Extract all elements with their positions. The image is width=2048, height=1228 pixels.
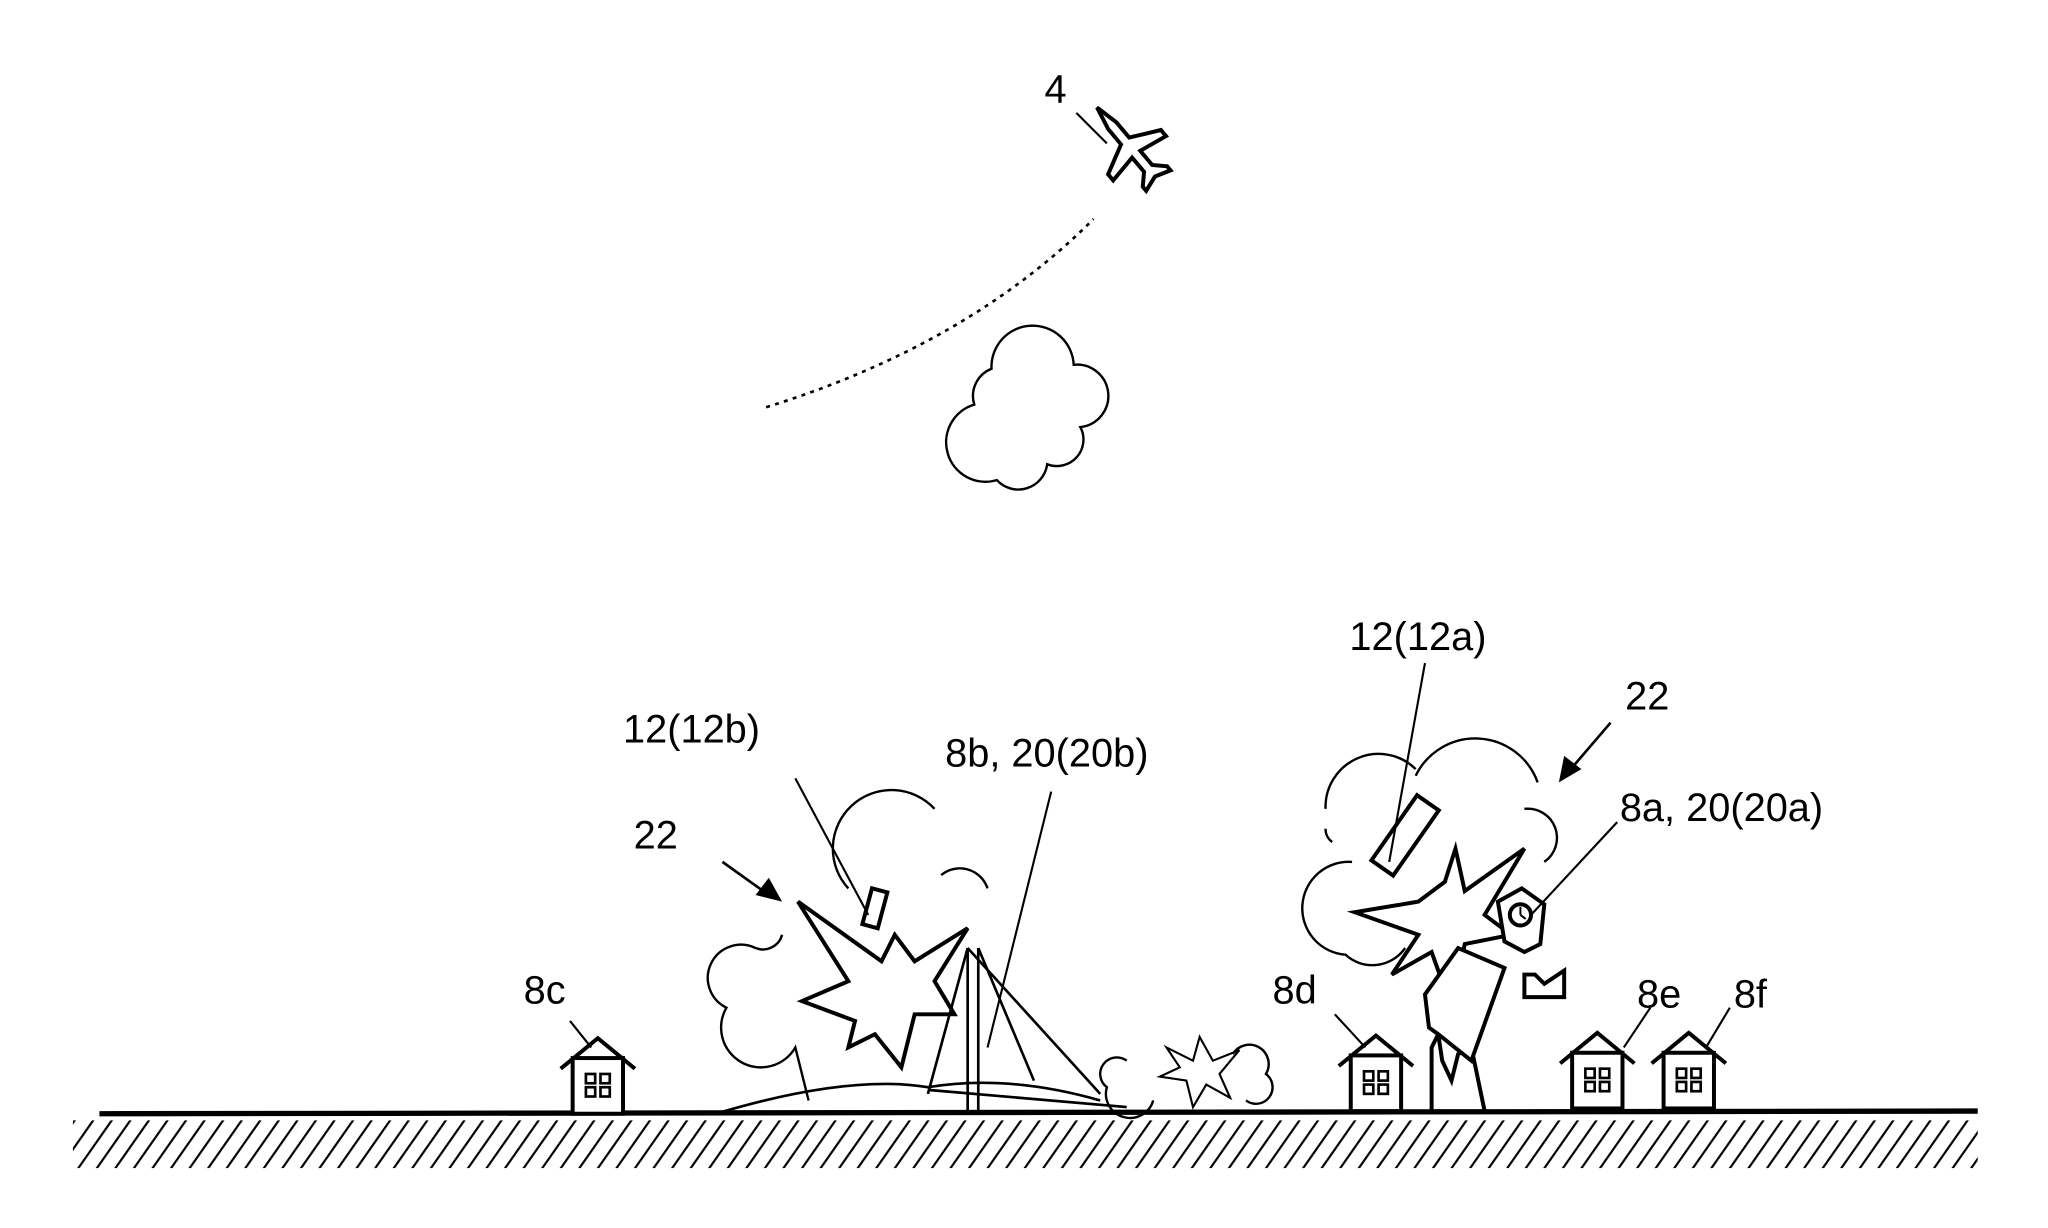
leader-8d bbox=[1334, 1013, 1367, 1049]
leader-aircraft bbox=[1075, 112, 1108, 145]
leader-target-b bbox=[986, 791, 1053, 1048]
ground-hatch bbox=[72, 1120, 1978, 1169]
trajectory-dotted bbox=[765, 218, 1095, 409]
collapsed-tower bbox=[1422, 945, 1508, 1114]
label-house-f: 8f bbox=[1734, 973, 1768, 1017]
house-8e-icon bbox=[1558, 1030, 1637, 1111]
explosion-star-small bbox=[1156, 1034, 1241, 1110]
arrow-explosion-a bbox=[1569, 721, 1612, 770]
target-structure-b bbox=[715, 947, 1127, 1116]
explosion-star-b bbox=[796, 900, 970, 1072]
label-house-d: 8d bbox=[1273, 969, 1317, 1013]
house-8c-icon bbox=[558, 1036, 637, 1116]
cloud-sky bbox=[944, 324, 1110, 491]
house-8f-icon bbox=[1649, 1030, 1728, 1111]
leader-8e bbox=[1622, 1007, 1652, 1049]
house-8d-icon bbox=[1336, 1033, 1416, 1114]
aircraft-icon bbox=[1095, 105, 1174, 195]
missile-a-icon bbox=[1368, 792, 1442, 879]
label-explosion-a: 22 bbox=[1625, 674, 1669, 718]
label-missile-a: 12(12a) bbox=[1349, 615, 1486, 659]
label-house-e: 8e bbox=[1637, 973, 1681, 1017]
leader-missile-b bbox=[794, 777, 870, 916]
label-target-a: 8a, 20(20a) bbox=[1620, 786, 1823, 830]
leader-target-a bbox=[1530, 821, 1618, 916]
ground-line bbox=[99, 1108, 1978, 1117]
target-a-icon bbox=[1495, 886, 1567, 1000]
leader-8c bbox=[569, 1020, 593, 1049]
explosion-cloud-a bbox=[1301, 737, 1559, 967]
leader-missile-a bbox=[1388, 662, 1427, 863]
label-explosion-b: 22 bbox=[634, 814, 678, 858]
label-target-b: 8b, 20(20b) bbox=[945, 731, 1148, 775]
explosion-cloud-b bbox=[706, 788, 1274, 1120]
label-aircraft: 4 bbox=[1045, 67, 1067, 111]
missile-b-icon bbox=[859, 885, 890, 931]
label-house-c: 8c bbox=[524, 969, 566, 1013]
leader-8f bbox=[1705, 1007, 1731, 1049]
label-missile-b: 12(12b) bbox=[623, 708, 760, 752]
